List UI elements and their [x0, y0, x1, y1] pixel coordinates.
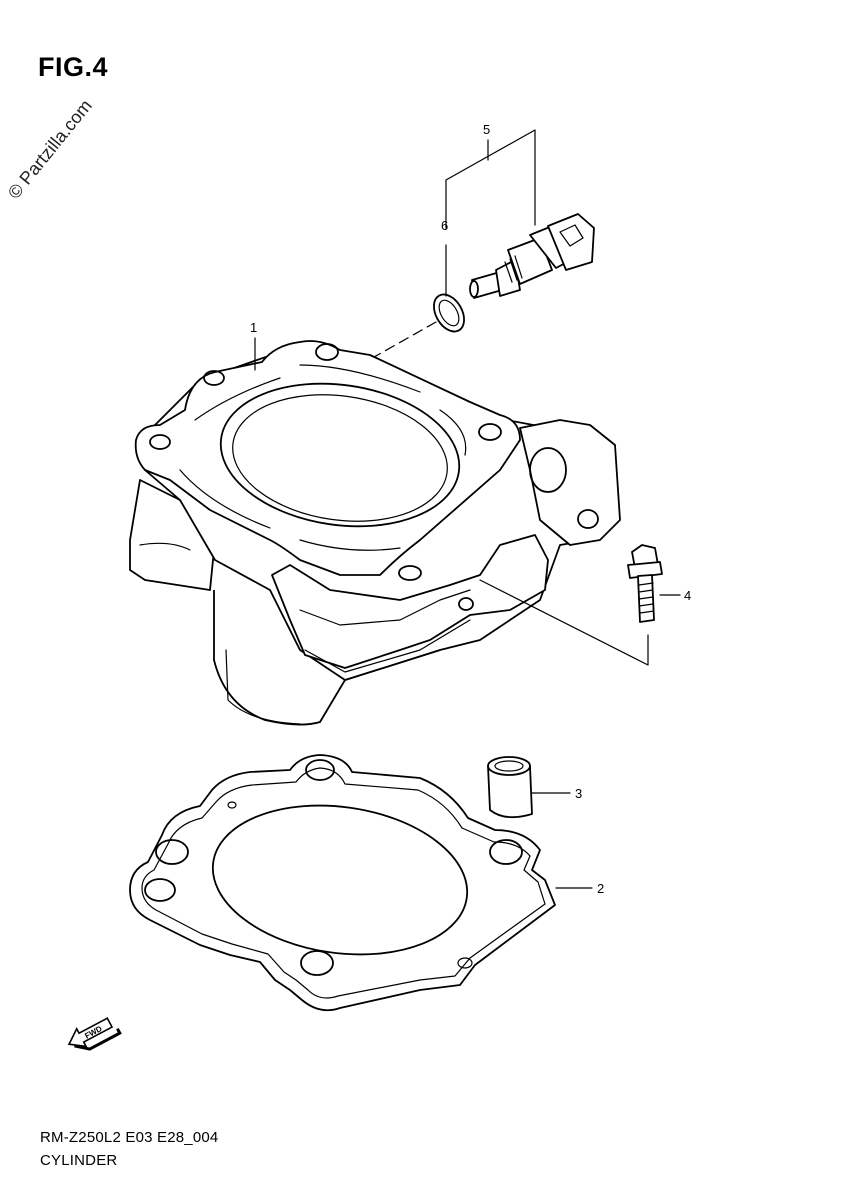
callout-5: 5 [483, 122, 490, 137]
cylinder-body[interactable] [129, 340, 621, 726]
dowel-pin[interactable] [487, 756, 533, 819]
cylinder-bolt[interactable] [627, 544, 663, 623]
callout-2: 2 [597, 881, 604, 896]
callout-5-bracket [445, 129, 536, 229]
bolt-assembly-line [479, 579, 649, 666]
temperature-sensor[interactable] [469, 213, 595, 299]
fwd-arrow-icon: FWD [67, 1017, 122, 1051]
part-name: CYLINDER [40, 1152, 118, 1169]
model-code: RM-Z250L2 E03 E28_004 [40, 1129, 219, 1146]
figure-title: FIG.4 [38, 52, 109, 82]
callout-3: 3 [575, 786, 582, 801]
callout-6: 6 [441, 218, 448, 233]
base-gasket[interactable] [129, 754, 556, 1012]
callout-1: 1 [250, 320, 257, 335]
callout-4: 4 [684, 588, 691, 603]
o-ring[interactable] [428, 289, 471, 337]
